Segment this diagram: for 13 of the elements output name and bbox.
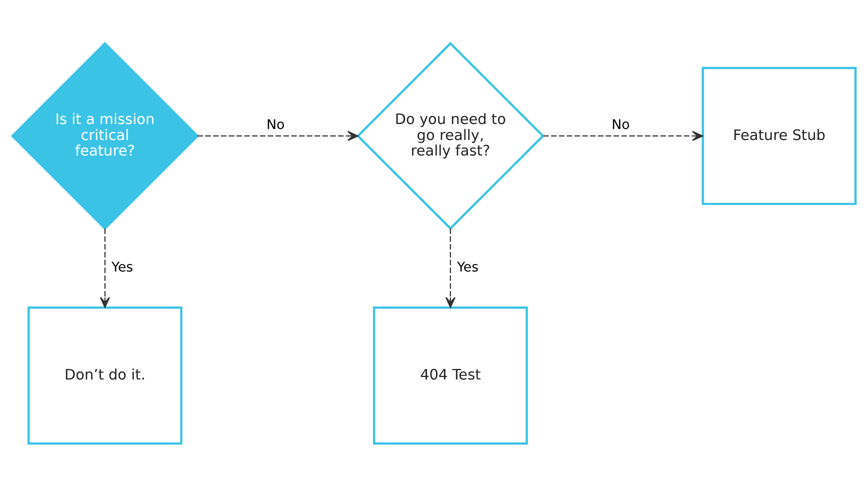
arrow <box>100 228 110 308</box>
arrow <box>198 130 358 142</box>
node-box: Feature Stub <box>702 66 857 206</box>
edge-label: Yes <box>457 260 479 276</box>
node-box: 404 Test <box>372 306 528 445</box>
node-diamond: Is it a mission critical feature? <box>10 42 200 230</box>
node-box: Don’t do it. <box>28 306 182 445</box>
edge-label: No <box>266 118 285 133</box>
edge-label: No <box>612 118 630 133</box>
arrow <box>543 130 704 142</box>
edge-label: Yes <box>112 260 134 276</box>
node-diamond: Do you need to go really, really fast? <box>356 42 545 230</box>
arrow <box>445 228 456 308</box>
